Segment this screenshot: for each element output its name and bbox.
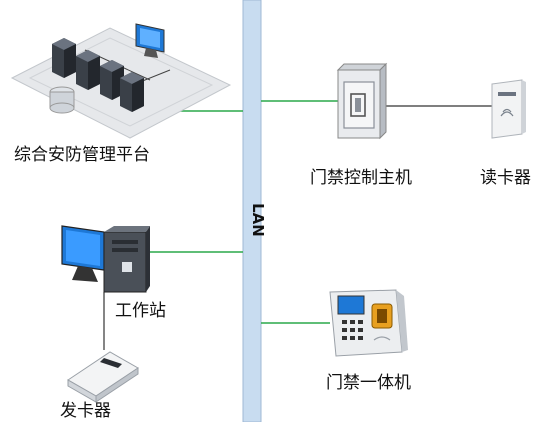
card-issuer-icon xyxy=(67,351,139,403)
workstation-icon xyxy=(61,225,150,293)
lan-label: LAN xyxy=(249,203,267,237)
card-reader-label: 读卡器 xyxy=(480,168,531,188)
access-terminal-label: 门禁一体机 xyxy=(326,373,411,393)
access-terminal-icon xyxy=(329,289,408,357)
card-issuer-label: 发卡器 xyxy=(60,401,111,421)
card-reader-icon xyxy=(491,79,526,139)
access-controller-icon xyxy=(336,62,388,140)
security-platform-icon xyxy=(10,23,232,139)
workstation-label: 工作站 xyxy=(115,301,166,321)
security-platform-label: 综合安防管理平台 xyxy=(14,145,150,165)
access-controller-label: 门禁控制主机 xyxy=(310,168,412,188)
